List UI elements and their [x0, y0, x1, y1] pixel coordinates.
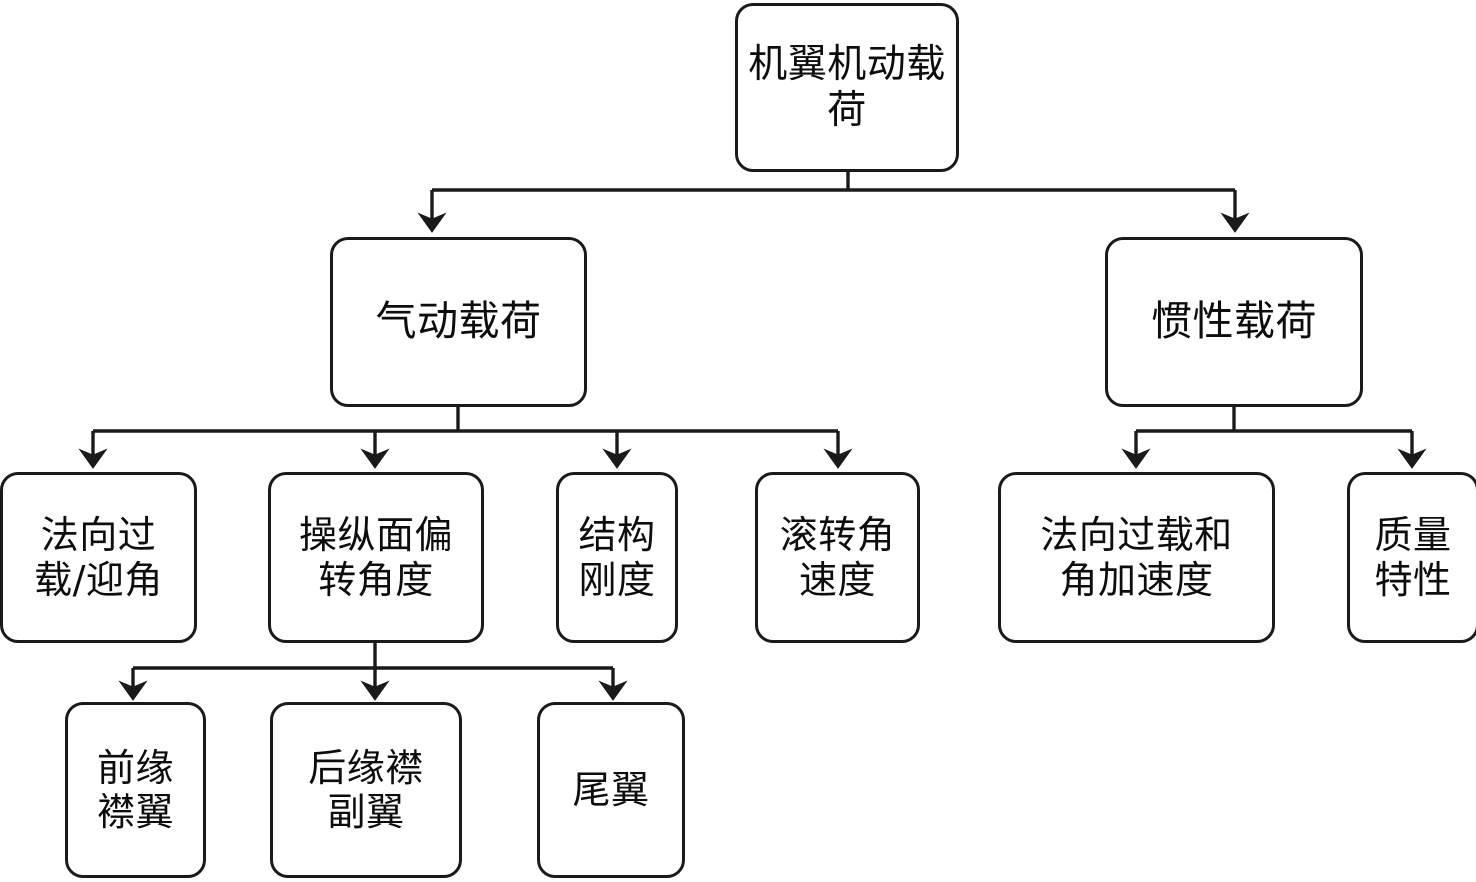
- node-label: 法向过 载/迎角: [34, 513, 163, 602]
- node-leading-edge-flap[interactable]: 前缘 襟翼: [65, 702, 206, 878]
- node-label: 操纵面偏 转角度: [298, 513, 453, 602]
- node-control-surface-deflection-angle[interactable]: 操纵面偏 转角度: [268, 472, 484, 643]
- node-label: 后缘襟 副翼: [308, 745, 424, 834]
- node-label: 前缘 襟翼: [96, 745, 174, 834]
- node-label: 结构 刚度: [578, 513, 656, 602]
- node-aerodynamic-loads[interactable]: 气动载荷: [330, 237, 587, 407]
- edge-root-to-level2: [417, 172, 1250, 233]
- node-inertial-loads[interactable]: 惯性载荷: [1105, 237, 1363, 407]
- node-normal-overload-and-angular-acceleration[interactable]: 法向过载和 角加速度: [998, 472, 1275, 643]
- node-label: 质量 特性: [1374, 513, 1452, 602]
- node-label: 气动载荷: [375, 297, 542, 346]
- node-mass-properties[interactable]: 质量 特性: [1347, 472, 1476, 643]
- node-tail[interactable]: 尾翼: [537, 702, 685, 878]
- edge-control-surface-to-children: [118, 643, 628, 701]
- edge-aero-to-children: [78, 407, 853, 469]
- node-structural-stiffness[interactable]: 结构 刚度: [556, 472, 678, 643]
- node-trailing-edge-flap-aileron[interactable]: 后缘襟 副翼: [270, 702, 462, 878]
- node-label: 滚转角 速度: [779, 513, 896, 602]
- node-label: 尾翼: [572, 767, 650, 812]
- node-normal-overload-angle-of-attack[interactable]: 法向过 载/迎角: [0, 472, 197, 643]
- node-label: 法向过载和 角加速度: [1040, 513, 1233, 602]
- node-wing-maneuver-loads[interactable]: 机翼机动载荷: [735, 3, 959, 172]
- edge-inertial-to-children: [1121, 407, 1427, 469]
- node-label: 机翼机动载荷: [748, 42, 946, 133]
- node-label: 惯性载荷: [1151, 297, 1317, 346]
- node-roll-angular-velocity[interactable]: 滚转角 速度: [755, 472, 920, 643]
